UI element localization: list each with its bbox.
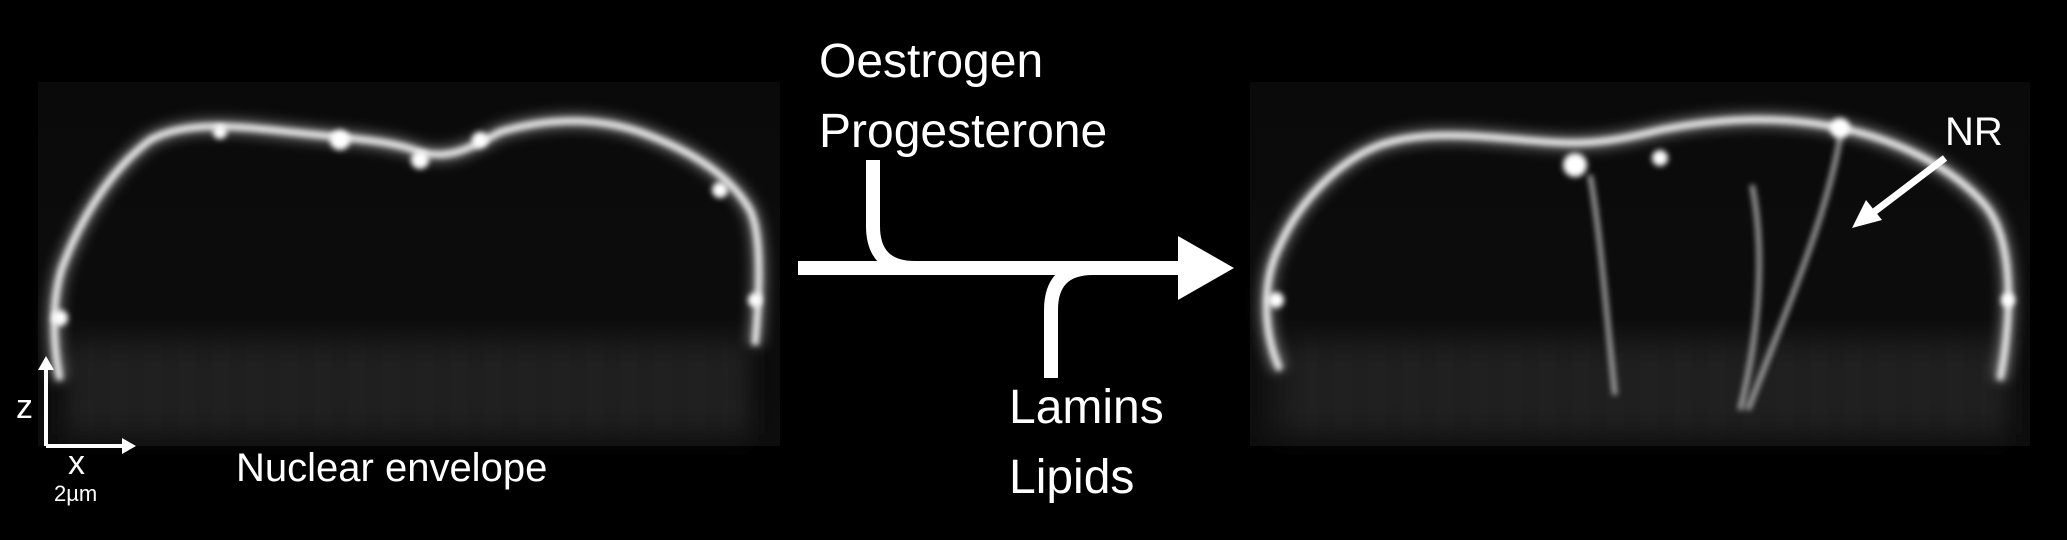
main-arrowhead xyxy=(1178,236,1234,300)
axis-z-label: z xyxy=(16,388,33,426)
pathway-arrow xyxy=(798,160,1234,378)
left-panel-blur-band xyxy=(58,340,758,435)
nr-channel-1 xyxy=(1587,174,1618,396)
scale-bar-label: 2µm xyxy=(54,481,98,506)
input-label-lamins: Lamins xyxy=(1009,381,1164,434)
left-microscopy-panel xyxy=(38,82,780,446)
output-branch-bottom xyxy=(1044,261,1094,378)
nr-channel-3 xyxy=(1745,124,1845,411)
nr-channel-2 xyxy=(1737,184,1762,411)
right-nucleus-envelope xyxy=(1263,116,2012,381)
x-axis-arrowhead xyxy=(122,438,136,454)
axis-x-label: x xyxy=(68,444,85,482)
nr-label: NR xyxy=(1945,110,2003,154)
input-label-oestrogen: Oestrogen xyxy=(819,35,1044,88)
axes-indicator xyxy=(38,356,136,454)
input-label-progesterone: Progesterone xyxy=(819,105,1108,158)
input-branch-top xyxy=(866,160,916,275)
nuclear-envelope-label: Nuclear envelope xyxy=(236,446,548,490)
right-panel-blur-band xyxy=(1275,340,2015,435)
nr-pointer-arrow xyxy=(1852,155,1948,228)
input-label-lipids: Lipids xyxy=(1009,451,1135,504)
right-microscopy-panel xyxy=(1250,82,2030,446)
z-axis-arrowhead xyxy=(38,356,54,370)
